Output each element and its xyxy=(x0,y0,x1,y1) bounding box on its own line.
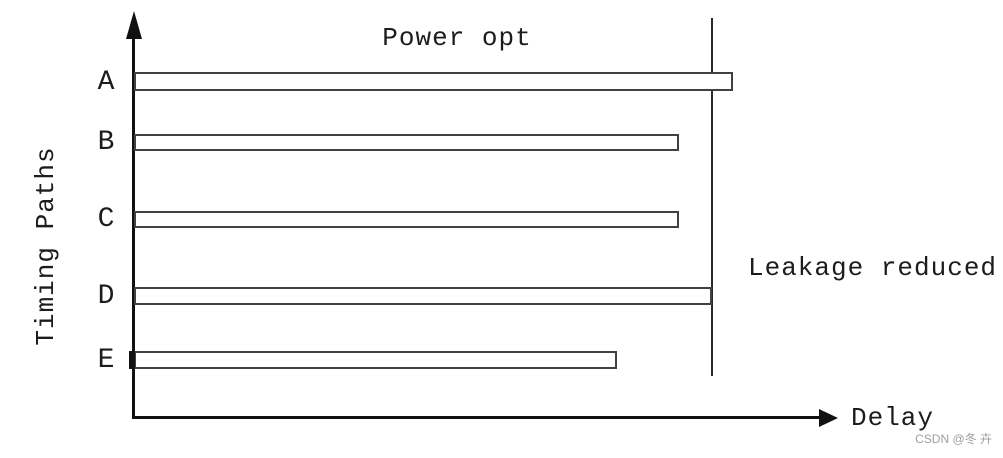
y-axis-line xyxy=(132,36,135,419)
csdn-watermark: CSDN @冬 卉 xyxy=(915,432,992,446)
bar-path-e-left-cap xyxy=(129,351,135,369)
category-label-b: B xyxy=(97,127,115,158)
category-label-d: D xyxy=(97,281,115,312)
x-axis-label: Delay xyxy=(851,403,935,433)
y-axis-label: Timing Paths xyxy=(31,146,61,346)
chart-title: Power opt xyxy=(382,23,532,53)
bar-path-c xyxy=(134,211,679,228)
leakage-reduced-annotation: Leakage reduced xyxy=(748,253,998,283)
bar-path-d xyxy=(134,287,712,305)
x-axis-line xyxy=(132,416,820,419)
x-axis-arrow-icon xyxy=(819,409,838,427)
bar-path-a xyxy=(134,72,733,91)
category-label-a: A xyxy=(97,67,115,98)
category-label-c: C xyxy=(97,204,115,235)
category-label-e: E xyxy=(97,345,115,376)
y-axis-arrow-icon xyxy=(126,11,142,39)
bar-path-e xyxy=(134,351,617,369)
bar-path-b xyxy=(134,134,679,151)
leakage-threshold-line xyxy=(711,18,713,376)
